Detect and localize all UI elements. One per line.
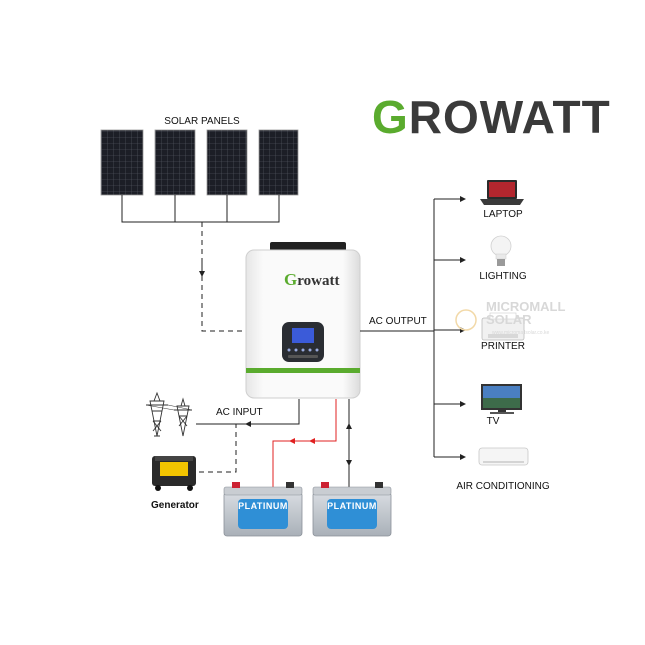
- watermark-sun-icon: [455, 309, 477, 331]
- growatt-brand-logo: GROWATT: [372, 91, 611, 143]
- inverter: [245, 242, 361, 399]
- load-label-printer: PRINTER: [481, 341, 525, 352]
- light-bulb-icon: [490, 235, 512, 266]
- panel-wiring: [121, 195, 280, 223]
- inverter-logo: Growatt: [284, 270, 340, 289]
- battery-1-label: PLATINUM: [238, 501, 288, 511]
- solar-panel-1: [100, 129, 144, 196]
- pv-dashed-line: [201, 222, 246, 332]
- ac-output-wiring: [360, 196, 466, 460]
- load-label-laptop: LAPTOP: [483, 209, 523, 220]
- laptop-icon: [480, 180, 524, 205]
- ac-input-wiring: [196, 399, 300, 473]
- air-conditioner-icon: [478, 447, 529, 466]
- tv-icon: [481, 384, 522, 414]
- battery-2: [312, 482, 392, 537]
- ac-input-label: AC INPUT: [216, 407, 263, 418]
- battery-1: [223, 482, 303, 537]
- ac-output-label: AC OUTPUT: [369, 316, 427, 327]
- watermark-url: www.micromallsolar.co.ke: [492, 330, 550, 336]
- load-label-tv: TV: [486, 416, 500, 427]
- solar-panels: [100, 129, 299, 196]
- inverter-screen: [292, 328, 314, 343]
- load-label-lighting: LIGHTING: [479, 271, 527, 282]
- inverter-green-stripe: [246, 368, 360, 373]
- battery-wiring: [272, 399, 352, 489]
- solar-panels-label: SOLAR PANELS: [164, 116, 240, 127]
- printer-icon: [481, 312, 525, 341]
- load-label-air-conditioning: AIR CONDITIONING: [456, 481, 550, 492]
- solar-panel-4: [258, 129, 299, 196]
- solar-panel-3: [206, 129, 248, 196]
- solar-panel-2: [154, 129, 196, 196]
- power-grid-towers-icon: [145, 391, 193, 437]
- generator-label: Generator: [151, 500, 199, 511]
- generator-icon: [152, 456, 196, 491]
- battery-2-label: PLATINUM: [327, 501, 377, 511]
